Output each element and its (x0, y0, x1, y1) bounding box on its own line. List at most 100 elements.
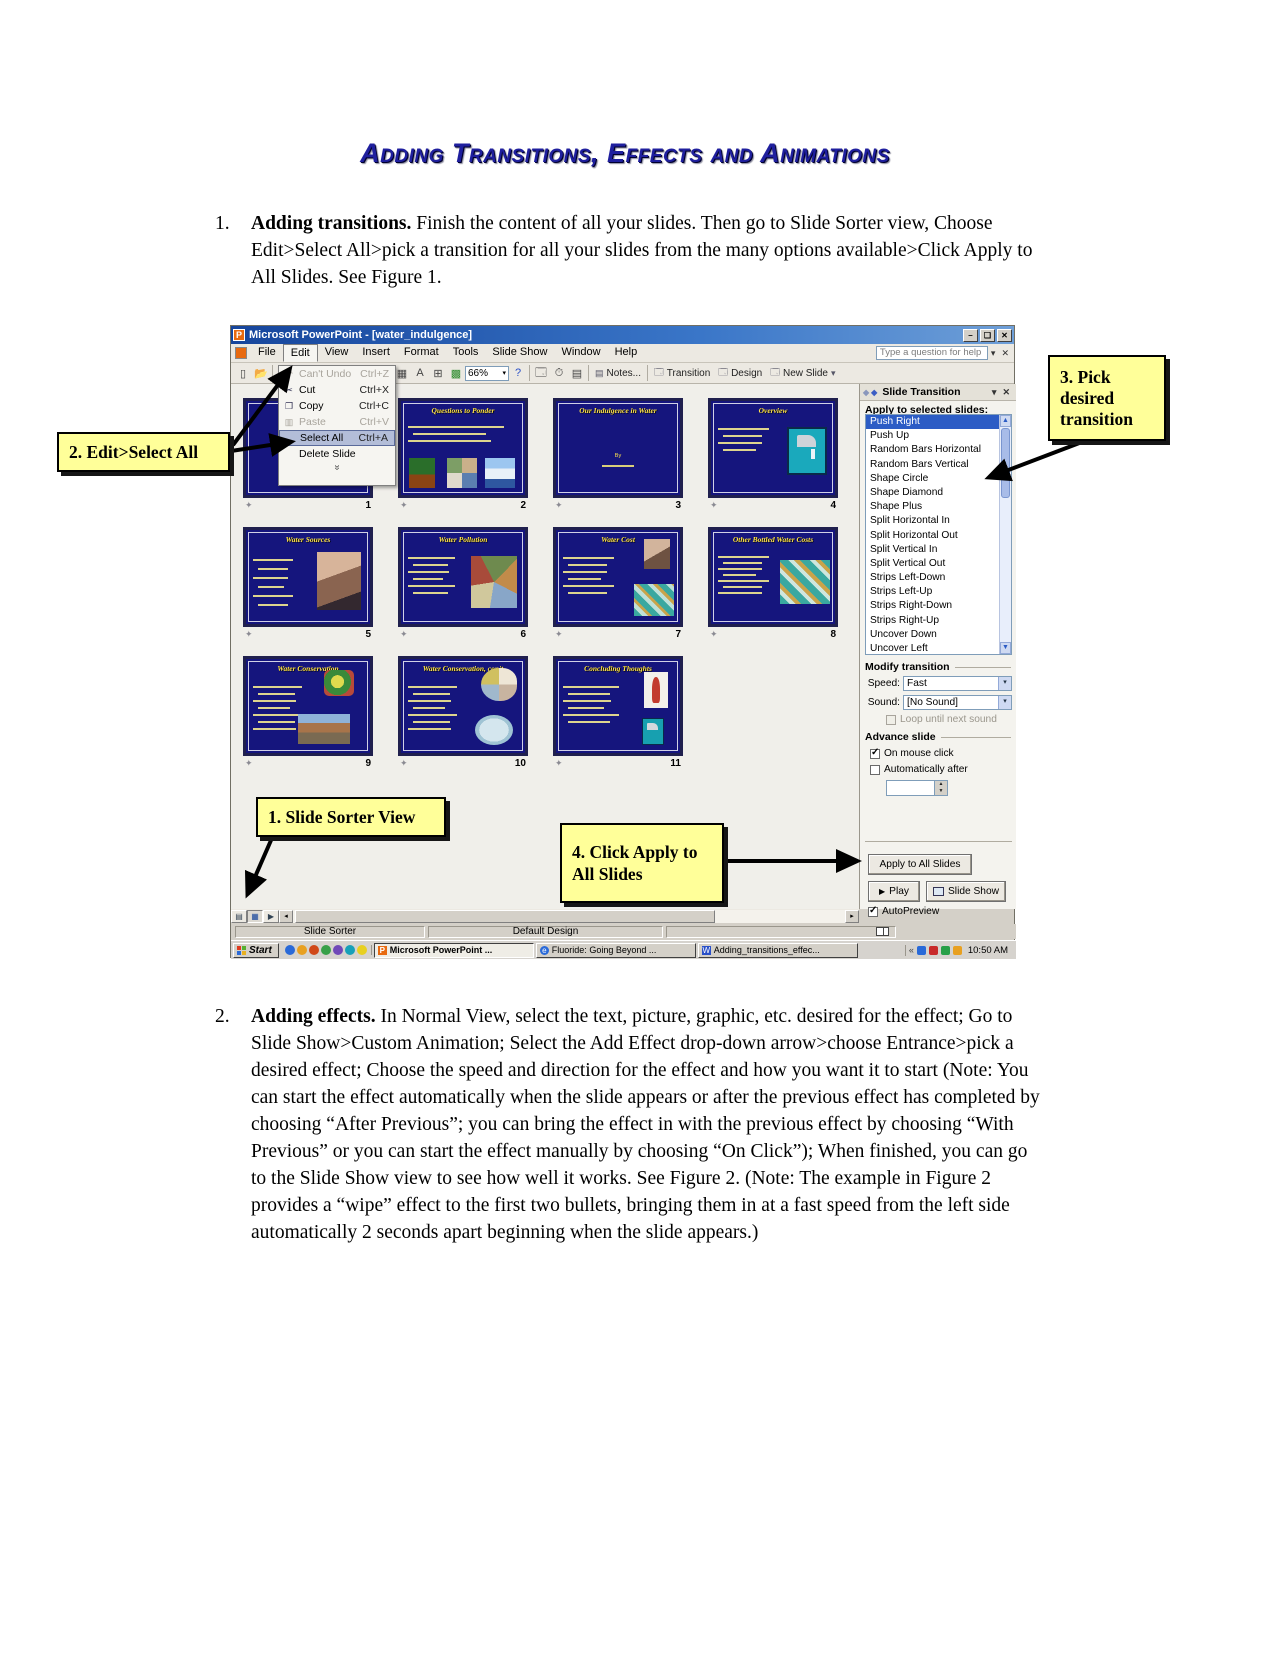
transition-indicator-icon[interactable]: ✦ (555, 757, 563, 768)
transition-option[interactable]: Push Up (870, 430, 910, 442)
slide-thumbnail-10[interactable]: Water Conservation, con't (398, 656, 528, 756)
menu-help[interactable]: Help (614, 346, 638, 358)
slide-sorter-view-icon[interactable]: ▦ (247, 909, 263, 923)
slide-thumbnail-5[interactable]: Water Sources (243, 527, 373, 627)
zoom-combobox[interactable]: 66% ▾ (465, 365, 509, 381)
autopreview-checkbox[interactable] (868, 905, 878, 917)
quick-launch-icon[interactable] (344, 945, 355, 955)
spinner-up-icon[interactable]: ▲ (935, 781, 947, 788)
scrollbar-thumb[interactable] (295, 909, 715, 923)
transition-option[interactable]: Random Bars Horizontal (870, 444, 981, 456)
transition-option[interactable]: Split Vertical In (870, 543, 938, 555)
quick-launch-icon[interactable] (356, 945, 367, 955)
transition-indicator-icon[interactable]: ✦ (245, 628, 253, 639)
grid-icon[interactable]: ⊞ (433, 367, 443, 380)
quick-launch-icon[interactable] (320, 945, 331, 955)
tray-icon[interactable] (940, 945, 950, 955)
transition-option[interactable]: Shape Circle (870, 472, 929, 484)
quick-launch-icon[interactable] (296, 945, 307, 955)
menu-edit[interactable]: Edit (282, 344, 318, 362)
new-icon[interactable]: ▯ (239, 367, 247, 380)
restore-button[interactable]: ❏ (980, 328, 995, 342)
list-scrollbar[interactable]: ▲▼ (999, 415, 1011, 654)
transition-option[interactable]: Split Horizontal Out (870, 529, 958, 541)
quick-launch-icon[interactable] (332, 945, 343, 955)
spinner-down-icon[interactable]: ▼ (935, 788, 947, 795)
close-button[interactable]: ✕ (997, 328, 1012, 342)
menu-tools[interactable]: Tools (452, 346, 479, 358)
slide-show-view-icon[interactable]: ▶ (263, 909, 279, 923)
scroll-up-icon[interactable]: ▲ (1000, 415, 1011, 427)
transition-option[interactable]: Uncover Down (870, 628, 937, 640)
transition-option[interactable]: Shape Plus (870, 501, 923, 513)
transition-option[interactable]: Uncover Left (870, 643, 928, 654)
quick-launch-icon[interactable] (284, 945, 295, 955)
question-dropdown-icon[interactable]: ▾ (990, 347, 996, 358)
menu-view[interactable]: View (324, 346, 349, 358)
horizontal-scrollbar[interactable] (293, 909, 845, 923)
transition-indicator-icon[interactable]: ✦ (400, 628, 408, 639)
menu-window[interactable]: Window (561, 346, 601, 358)
transition-option[interactable]: Strips Left-Up (870, 586, 933, 598)
transition-indicator-icon[interactable]: ✦ (400, 757, 408, 768)
design-button[interactable]: 🗔Design (718, 367, 763, 379)
menu-insert[interactable]: Insert (362, 346, 390, 358)
transition-option[interactable]: Strips Right-Up (870, 614, 940, 626)
slide-thumbnail-11[interactable]: Concluding Thoughts (553, 656, 683, 756)
scrollbar-thumb[interactable] (1001, 428, 1010, 498)
menu-format[interactable]: Format (403, 346, 439, 358)
speed-dropdown-icon[interactable]: ▾ (998, 677, 1011, 690)
close-presentation-icon[interactable]: ✕ (1001, 347, 1009, 358)
start-button[interactable]: Start (233, 942, 279, 958)
slide-thumbnail-6[interactable]: Water Pollution (398, 527, 528, 627)
slide-show-button[interactable]: Slide Show (926, 881, 1006, 902)
transition-option[interactable]: Shape Diamond (870, 486, 944, 498)
transition-option[interactable]: Split Vertical Out (870, 557, 946, 569)
sound-dropdown[interactable]: [No Sound] ▾ (903, 695, 1012, 710)
transition-option[interactable]: Strips Left-Down (870, 572, 946, 584)
slide-thumbnail-8[interactable]: Other Bottled Water Costs (708, 527, 838, 627)
scroll-left-icon[interactable]: ◂ (279, 909, 293, 923)
sound-dropdown-icon[interactable]: ▾ (998, 696, 1011, 709)
rehearse-icon[interactable]: ⏱ (554, 366, 564, 379)
transition-indicator-icon[interactable]: ✦ (555, 628, 563, 639)
pane-forward-icon[interactable]: ◆ (871, 387, 878, 397)
transition-indicator-icon[interactable]: ✦ (710, 628, 718, 639)
tray-icon[interactable] (952, 945, 962, 955)
quick-launch-icon[interactable] (308, 945, 319, 955)
notes-button[interactable]: ▤Notes... (595, 367, 641, 379)
play-button[interactable]: ▶Play (868, 881, 920, 902)
slide-thumbnail-2[interactable]: Questions to Ponder (398, 398, 528, 498)
pane-back-icon[interactable]: ◆ (863, 387, 870, 397)
on-mouse-click-checkbox[interactable] (870, 747, 880, 759)
speed-dropdown[interactable]: Fast ▾ (903, 676, 1012, 691)
transition-indicator-icon[interactable]: ✦ (245, 757, 253, 768)
pane-close-icon[interactable]: ✕ (1002, 386, 1010, 397)
loop-checkbox[interactable] (886, 714, 896, 725)
transition-button[interactable]: 🗔Transition (653, 367, 711, 379)
apply-to-all-slides-button[interactable]: Apply to All Slides (868, 854, 972, 875)
delay-spinner[interactable]: ▲▼ (886, 780, 948, 796)
help-icon[interactable]: ? (514, 367, 522, 379)
minimize-button[interactable]: – (963, 328, 978, 342)
pane-menu-icon[interactable]: ▾ (991, 386, 997, 397)
menu-slide-show[interactable]: Slide Show (492, 346, 548, 358)
summary-icon[interactable]: ▤ (571, 367, 583, 380)
new-slide-button[interactable]: 🗔New Slide▾ (770, 367, 836, 379)
transition-option[interactable]: Push Right (866, 415, 1000, 430)
slide-thumbnail-4[interactable]: Overview (708, 398, 838, 498)
menu-item-delete-slide[interactable]: Delete Slide (279, 446, 395, 462)
table-icon[interactable]: ▦ (396, 367, 408, 380)
transition-option[interactable]: Split Horizontal In (870, 515, 950, 527)
transition-indicator-icon[interactable]: ✦ (400, 499, 408, 510)
normal-view-icon[interactable]: ▤ (231, 909, 247, 923)
scroll-down-icon[interactable]: ▼ (1000, 642, 1011, 654)
color-icon[interactable]: ▩ (450, 367, 462, 380)
